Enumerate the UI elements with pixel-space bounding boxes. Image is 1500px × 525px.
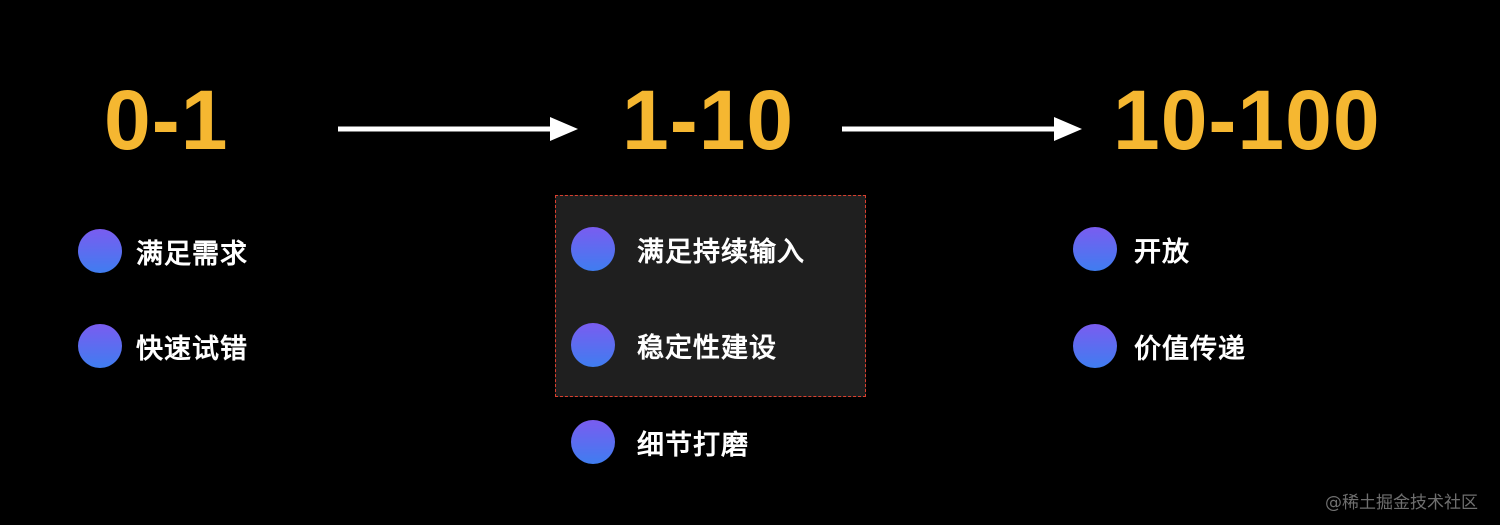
stage-title-10-100: 10-100 — [1113, 73, 1381, 167]
bullet-dot-icon — [571, 323, 615, 367]
stage-title-1-10: 1-10 — [622, 73, 795, 167]
bullet-dot-icon — [571, 227, 615, 271]
item-label: 满足需求 — [136, 238, 248, 270]
list-item: 满足需求 — [78, 228, 248, 274]
list-item: 细节打磨 — [571, 419, 749, 465]
item-label: 稳定性建设 — [637, 332, 777, 364]
arrow-right-icon — [842, 117, 1082, 141]
list-item: 价值传递 — [1073, 323, 1246, 369]
list-item: 满足持续输入 — [571, 226, 805, 272]
item-label: 价值传递 — [1134, 333, 1246, 365]
bullet-dot-icon — [1073, 324, 1117, 368]
watermark: @稀土掘金技术社区 — [1325, 493, 1478, 513]
item-label: 快速试错 — [136, 333, 248, 365]
bullet-dot-icon — [571, 420, 615, 464]
list-item: 开放 — [1073, 226, 1190, 272]
item-label: 满足持续输入 — [637, 236, 805, 268]
arrow-right-icon — [338, 117, 578, 141]
item-label: 细节打磨 — [637, 429, 749, 461]
bullet-dot-icon — [78, 229, 122, 273]
bullet-dot-icon — [1073, 227, 1117, 271]
list-item: 快速试错 — [78, 323, 248, 369]
highlight-box — [555, 195, 866, 397]
stage-title-0-1: 0-1 — [104, 73, 229, 167]
bullet-dot-icon — [78, 324, 122, 368]
item-label: 开放 — [1134, 236, 1190, 268]
list-item: 稳定性建设 — [571, 322, 777, 368]
